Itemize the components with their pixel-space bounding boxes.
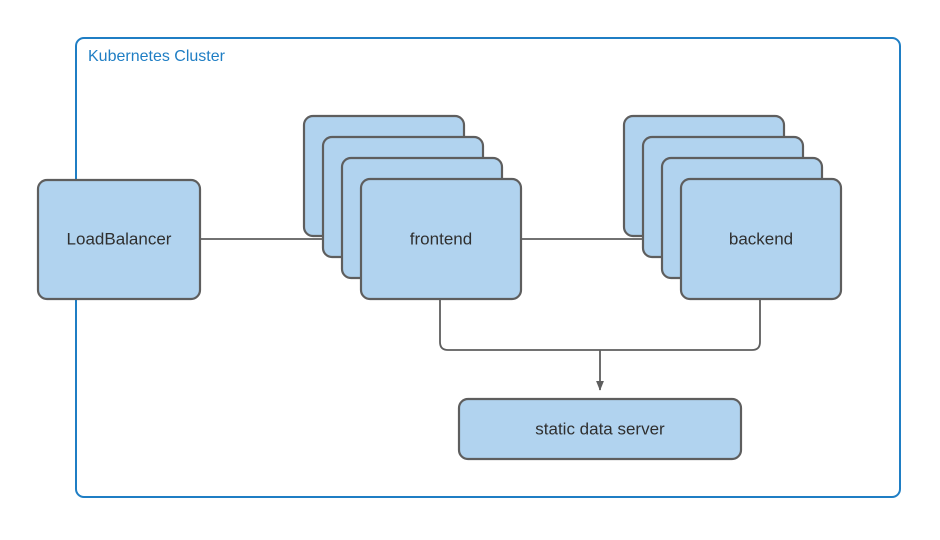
- node-shape: [457, 397, 743, 461]
- node-stack-card-1: [359, 177, 523, 301]
- edge-backend-to-static[interactable]: [600, 299, 761, 351]
- node-static-data-server[interactable]: static data server: [457, 397, 743, 461]
- node-backend[interactable]: backend: [622, 114, 843, 301]
- node-label-frontend: frontend: [410, 229, 472, 248]
- cluster-label: Kubernetes Cluster: [88, 48, 226, 65]
- edge-frontend-to-static[interactable]: [439, 299, 600, 351]
- node-label-loadbalancer: LoadBalancer: [67, 229, 172, 248]
- node-stack-card-1: [679, 177, 843, 301]
- node-shape: [36, 178, 202, 301]
- edge-line: [439, 299, 600, 351]
- node-frontend[interactable]: frontend: [302, 114, 523, 301]
- node-loadbalancer[interactable]: LoadBalancer: [36, 178, 202, 301]
- node-label-backend: backend: [729, 229, 793, 248]
- edge-line: [600, 299, 761, 351]
- node-label-static-data-server: static data server: [535, 419, 665, 438]
